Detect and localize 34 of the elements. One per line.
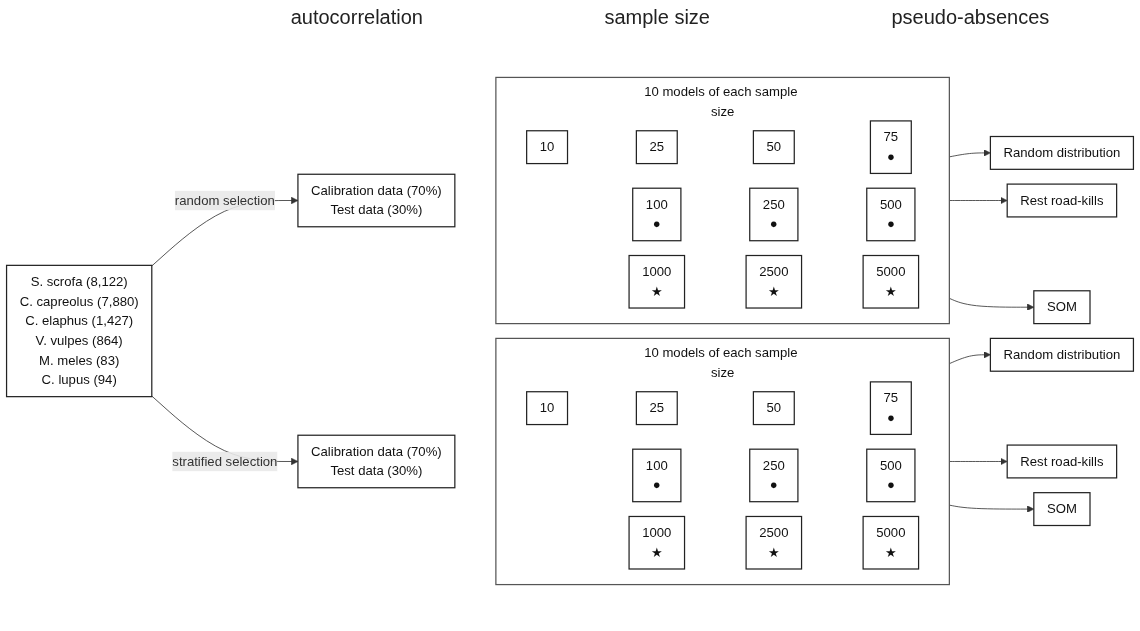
node-box: 50 (752, 130, 795, 165)
node-box: Random distribution (989, 135, 1135, 170)
node-box: 25 (635, 130, 678, 165)
edge-label: stratified selection (172, 454, 278, 469)
node-box: Random distribution (989, 337, 1135, 372)
node-box: 1000 ★ (628, 254, 686, 309)
node-box: 500 ● (866, 448, 916, 503)
column-heading: sample size (603, 6, 711, 29)
node-box: 5000 ★ (862, 254, 920, 309)
node-box: SOM (1033, 492, 1091, 527)
node-box: 25 (635, 391, 678, 426)
node-box: Rest road-kills (1006, 183, 1118, 218)
node-box: 100 ● (632, 448, 682, 503)
node-box: 250 ● (749, 187, 799, 242)
node-box: Rest road-kills (1006, 444, 1118, 479)
node-box: 250 ● (749, 448, 799, 503)
node-box: SOM (1033, 290, 1091, 325)
node-box: 1000 ★ (628, 515, 686, 570)
node-box: 100 ● (632, 187, 682, 242)
node-box: Calibration data (70%) Test data (30%) (297, 173, 456, 228)
edge-label: random selection (174, 193, 275, 208)
node-box: 2500 ★ (745, 254, 803, 309)
node-box: Calibration data (70%) Test data (30%) (297, 434, 456, 489)
node-box: 50 (752, 391, 795, 426)
node-box: 75 ● (869, 381, 912, 435)
column-heading: autocorrelation (289, 6, 424, 29)
node-box: 5000 ★ (862, 515, 920, 570)
node-box: 75 ● (869, 120, 912, 175)
node-box: S. scrofa (8,122) C. capreolus (7,880) C. elaphus (1,427) V. vulpes (864) M. meles (83) C. lupus (94) (5, 264, 153, 398)
node-box: 10 (526, 130, 569, 165)
node-box: 2500 ★ (745, 515, 803, 570)
column-heading: pseudo-absences (890, 6, 1051, 29)
node-box: 500 ● (866, 187, 916, 242)
node-box: 10 (526, 391, 569, 426)
